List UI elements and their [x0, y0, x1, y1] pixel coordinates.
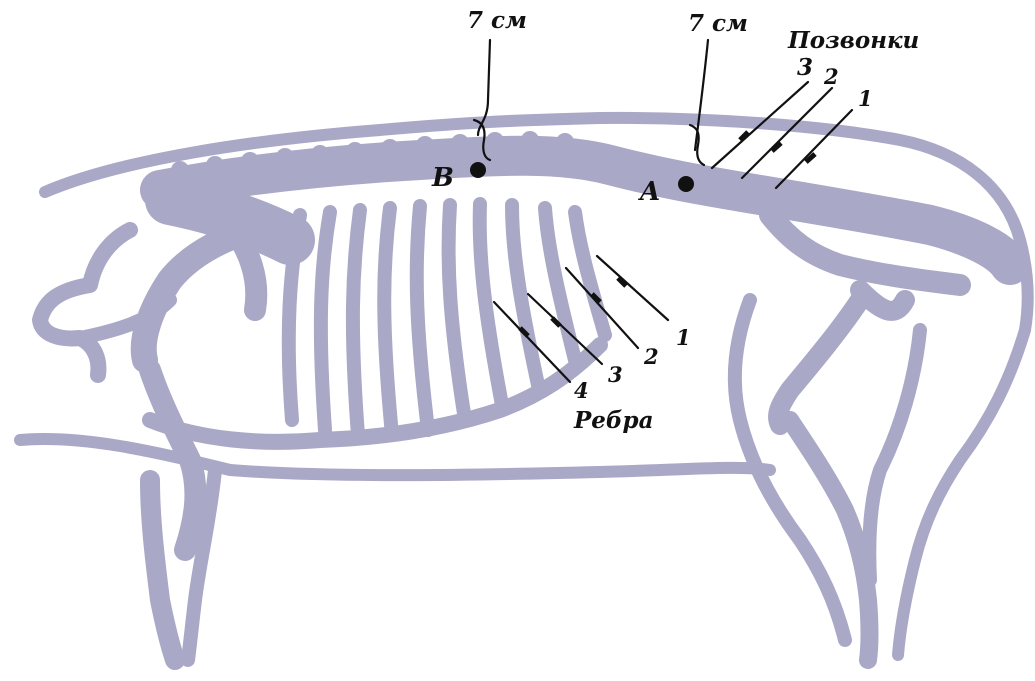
vertebra-label-2: 2	[823, 64, 839, 89]
hindleg-rear	[869, 330, 920, 580]
measure-bracket-right	[690, 40, 708, 165]
vertebra-label-3: 3	[797, 54, 813, 81]
ribs	[289, 204, 605, 435]
point-a-marker	[678, 176, 694, 192]
rib-label-4: 4	[574, 378, 589, 403]
skull	[40, 230, 130, 375]
femur	[778, 300, 860, 425]
body-outline-belly	[20, 439, 770, 475]
ribs-title: Ребра	[573, 407, 654, 434]
pig-skeleton	[20, 118, 1028, 660]
point-b-marker	[470, 162, 486, 178]
rib-pointer-1	[597, 256, 668, 320]
vertebra-label-1: 1	[858, 86, 873, 111]
point-b-label: B	[431, 163, 454, 193]
measure-label-right: 7 см	[688, 10, 748, 37]
foreleg-lower	[150, 480, 175, 660]
measure-label-left: 7 см	[467, 7, 527, 34]
rib-label-3: 3	[608, 362, 623, 387]
vertebrae-title: Позвонки	[787, 27, 919, 54]
rib-label-1: 1	[676, 325, 691, 350]
rib-label-2: 2	[643, 344, 659, 369]
point-a-label: A	[637, 177, 660, 207]
